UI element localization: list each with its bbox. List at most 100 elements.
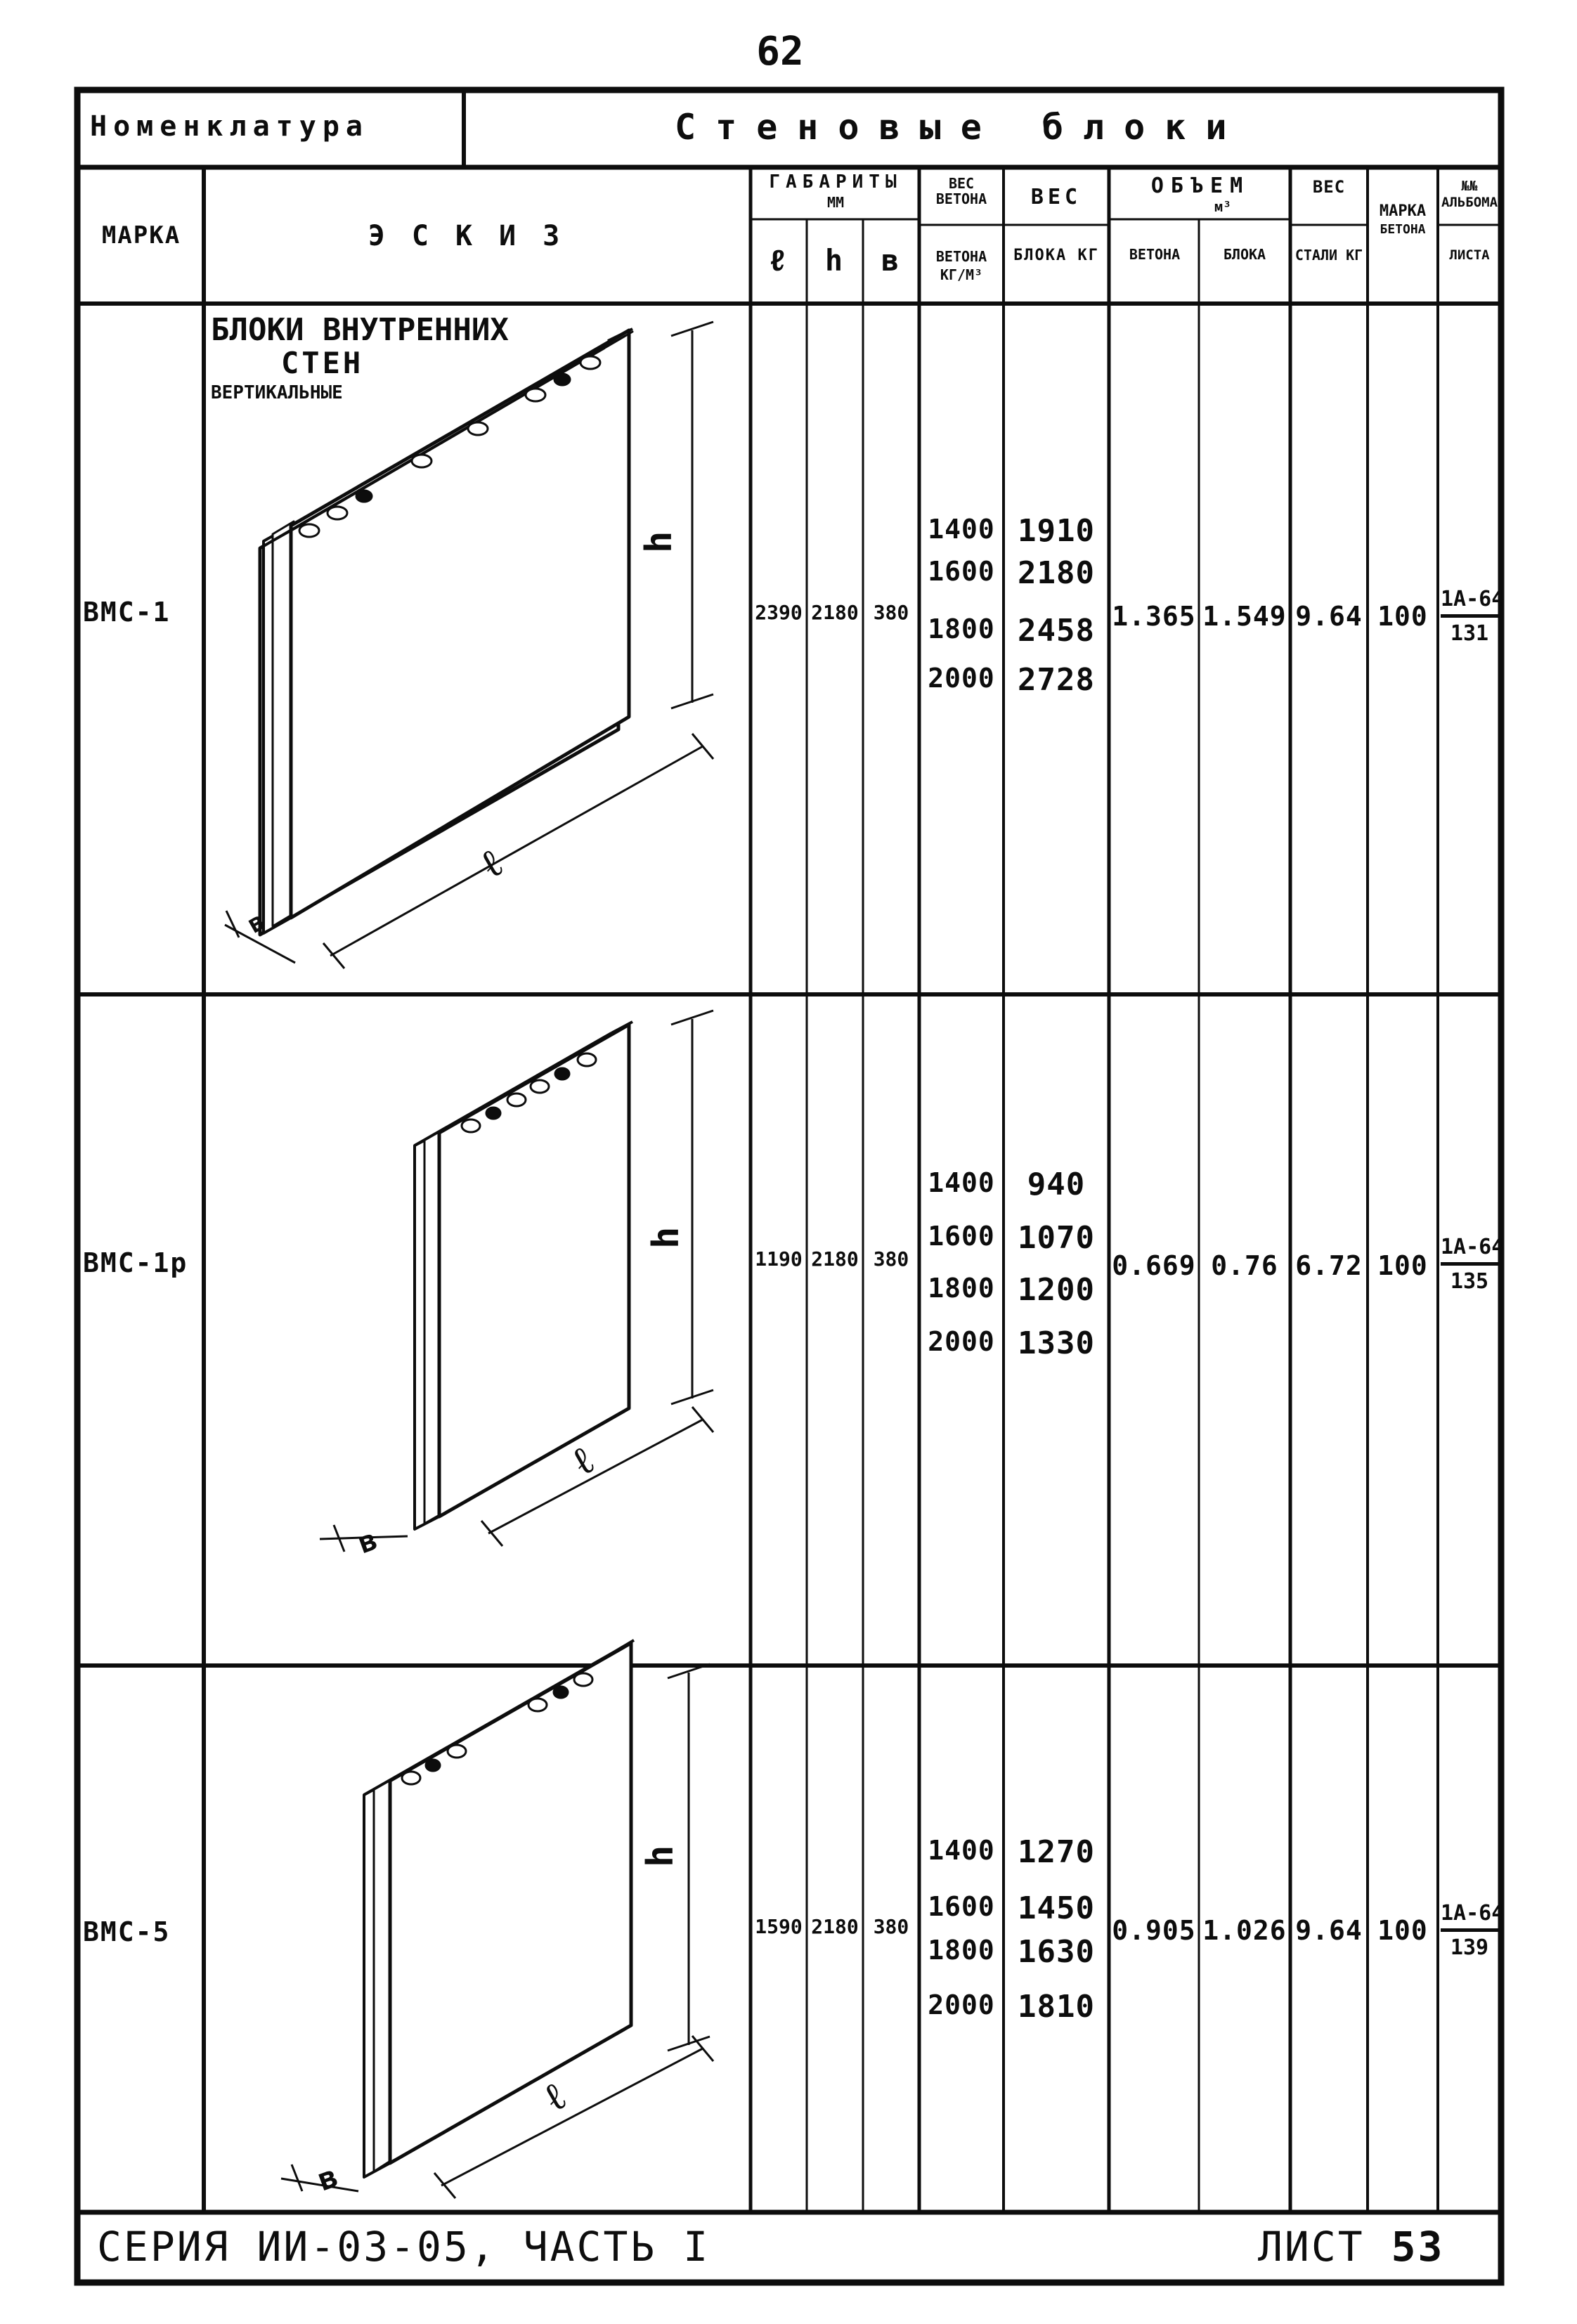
col-header-block-weight-top: ВЕС <box>1030 185 1082 209</box>
dim-label-h: h <box>638 531 680 553</box>
sketch-panel-vmc-5 <box>363 1639 635 2179</box>
row-volume-concrete: 1.365 <box>1112 601 1196 632</box>
col-header-volume-block: БЛОКА <box>1223 246 1266 263</box>
row-mark: ВМС-1р <box>83 1247 188 1278</box>
row-weight-3: 1200 <box>1018 1272 1095 1308</box>
row-weight-1: 1910 <box>1018 513 1095 549</box>
row-density-4: 2000 <box>928 663 995 694</box>
row-weight-2: 1070 <box>1018 1220 1095 1256</box>
col-header-volume: ОБЪЕМ <box>1150 174 1250 198</box>
row-volume-block: 1.026 <box>1202 1915 1287 1946</box>
footer-sheet-number: 53 <box>1391 2223 1445 2271</box>
row-concrete-mark: 100 <box>1377 1250 1428 1281</box>
dimension-lines-vmc-1 <box>224 320 715 969</box>
sketch-panel-vmc-1 <box>258 327 634 937</box>
col-header-concrete-weight-top: ВЕС ВЕТОНА <box>935 175 987 207</box>
col-header-concrete-mark-top: МАРКА <box>1379 202 1427 220</box>
col-header-dimensions: ГАБАРИТЫ <box>769 171 902 193</box>
dimension-lines-vmc-1p <box>319 1009 715 1552</box>
row-mark: ВМС-1 <box>83 597 171 628</box>
col-header-volume-unit: м³ <box>1214 198 1232 215</box>
page-number: 62 <box>756 29 804 74</box>
dim-label-l: ℓ <box>537 2074 573 2121</box>
row-volume-concrete: 0.905 <box>1112 1915 1196 1946</box>
row-density-2: 1600 <box>928 1221 995 1252</box>
row-density-3: 1800 <box>928 1273 995 1304</box>
col-header-steel-top: ВЕС <box>1312 177 1346 197</box>
row-sheet: 131 <box>1450 621 1489 646</box>
col-header-dimensions-unit: ММ <box>826 194 845 211</box>
row-steel: 9.64 <box>1295 1915 1363 1946</box>
row-density-1: 1400 <box>928 1835 995 1866</box>
dim-label-h: h <box>640 1845 682 1867</box>
row-concrete-mark: 100 <box>1377 1915 1428 1946</box>
row-album-ref: 1А-64 131 <box>1441 589 1504 646</box>
nomenclature-label: Номенклатура <box>90 110 369 143</box>
row-weight-3: 2458 <box>1018 613 1095 649</box>
row-sheet: 135 <box>1450 1269 1489 1294</box>
row-weight-4: 1810 <box>1018 1989 1095 2025</box>
dimension-lines-vmc-5 <box>280 1663 715 2199</box>
col-header-concrete-weight-bottom: ВЕТОНА КГ/М³ <box>935 248 987 283</box>
col-header-b: в <box>881 243 902 278</box>
row-mark: ВМС-5 <box>83 1916 171 1947</box>
col-header-steel-bottom: СТАЛИ КГ <box>1294 247 1363 264</box>
row-concrete-mark: 100 <box>1377 601 1428 632</box>
row-density-4: 2000 <box>928 1989 995 2020</box>
row-album: 1А-64 <box>1441 1903 1504 1932</box>
row-height: 2180 <box>811 1915 859 1938</box>
row-weight-1: 1270 <box>1018 1834 1095 1870</box>
row-weight-2: 2180 <box>1018 555 1095 591</box>
row-density-2: 1600 <box>928 556 995 587</box>
row-density-1: 1400 <box>928 514 995 545</box>
row-thickness: 380 <box>873 1915 909 1938</box>
col-header-block-weight-bottom: БЛОКА КГ <box>1013 247 1099 264</box>
col-header-concrete-mark-bottom: БЕТОНА <box>1380 222 1426 237</box>
row-length: 1190 <box>755 1247 803 1271</box>
row-weight-4: 1330 <box>1018 1325 1095 1361</box>
row-weight-4: 2728 <box>1018 662 1095 698</box>
row-album: 1А-64 <box>1441 1237 1504 1266</box>
row-steel: 9.64 <box>1295 601 1363 632</box>
row-sheet: 139 <box>1450 1935 1489 1960</box>
row-volume-concrete: 0.669 <box>1112 1250 1196 1281</box>
row-album: 1А-64 <box>1441 589 1504 618</box>
dim-label-h: h <box>645 1227 687 1249</box>
row-height: 2180 <box>811 1247 859 1271</box>
row-length: 2390 <box>755 601 803 624</box>
dim-label-b: в <box>353 1522 382 1561</box>
footer-sheet-label: ЛИСТ <box>1258 2223 1365 2271</box>
row-density-3: 1800 <box>928 614 995 644</box>
row-thickness: 380 <box>873 601 909 624</box>
row-density-2: 1600 <box>928 1891 995 1922</box>
row-height: 2180 <box>811 601 859 624</box>
sketch-title-line2: СТЕН <box>281 346 364 380</box>
sketch-panel-vmc-1p <box>413 1020 633 1531</box>
col-header-h: h <box>824 243 845 278</box>
row-weight-2: 1450 <box>1018 1890 1095 1926</box>
row-thickness: 380 <box>873 1247 909 1271</box>
row-volume-block: 0.76 <box>1211 1250 1278 1281</box>
row-length: 1590 <box>755 1915 803 1938</box>
row-density-1: 1400 <box>928 1167 995 1198</box>
nomenclature-title: Стеновые блоки <box>675 107 1247 148</box>
col-header-album-bottom: ЛИСТА <box>1449 247 1490 263</box>
sketch-title-line3: ВЕРТИКАЛЬНЫЕ <box>211 382 343 403</box>
row-weight-1: 940 <box>1027 1167 1086 1202</box>
sketch-title-line1: БЛОКИ ВНУТРЕННИХ <box>211 312 509 348</box>
row-density-4: 2000 <box>928 1326 995 1357</box>
row-album-ref: 1А-64 135 <box>1441 1237 1504 1294</box>
footer-series: СЕРИЯ ИИ-03-05, ЧАСТЬ I <box>97 2223 710 2271</box>
col-header-sketch: ЭСКИЗ <box>368 220 587 252</box>
row-density-3: 1800 <box>928 1935 995 1966</box>
dim-label-l: ℓ <box>474 840 510 888</box>
row-steel: 6.72 <box>1295 1250 1363 1281</box>
dim-label-l: ℓ <box>565 1438 601 1485</box>
row-weight-3: 1630 <box>1018 1934 1095 1970</box>
footer-sheet: ЛИСТ 53 <box>1258 2226 1444 2267</box>
col-header-album-top: №№ АЛЬБОМА <box>1441 178 1498 210</box>
row-volume-block: 1.549 <box>1202 601 1287 632</box>
row-album-ref: 1А-64 139 <box>1441 1903 1504 1960</box>
dim-label-b: в <box>313 2158 342 2198</box>
